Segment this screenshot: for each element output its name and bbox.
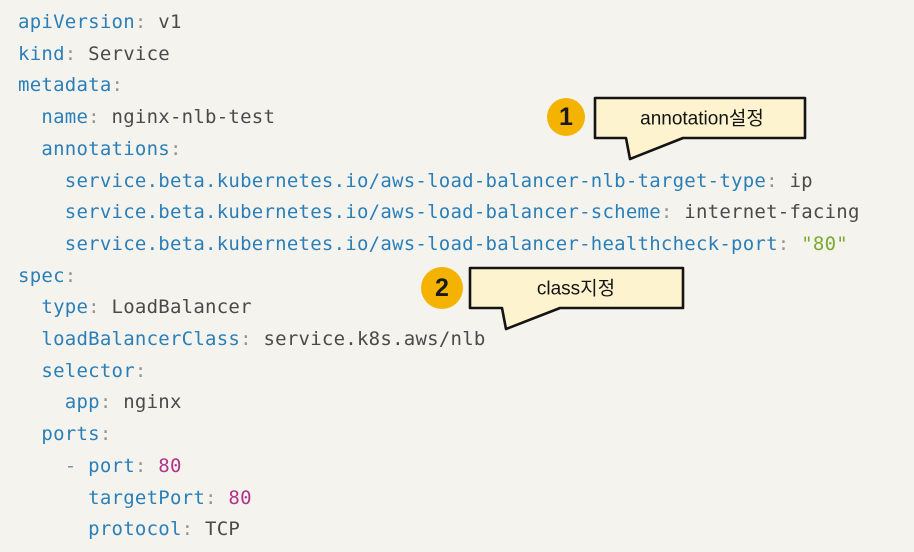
step-2-number: 2 — [435, 273, 449, 302]
code-line: protocol: TCP — [18, 518, 241, 541]
class-callout: class지정 — [468, 266, 685, 331]
code-line: selector: — [18, 359, 147, 382]
step-1-number: 1 — [559, 102, 573, 131]
code-line: app: nginx — [18, 391, 182, 414]
step-2-badge: 2 — [421, 267, 463, 309]
code-line: loadBalancerClass: service.k8s.aws/nlb — [18, 328, 486, 351]
code-line: kind: Service — [18, 42, 170, 65]
speech-bubble-shape — [468, 266, 685, 331]
code-line: - port: 80 — [18, 454, 182, 477]
step-1-badge: 1 — [547, 98, 585, 136]
code-line: apiVersion: v1 — [18, 11, 182, 33]
code-line: service.beta.kubernetes.io/aws-load-bala… — [18, 201, 860, 224]
code-line: ports: — [18, 423, 112, 446]
code-line: service.beta.kubernetes.io/aws-load-bala… — [18, 232, 848, 255]
code-line: annotations: — [18, 137, 182, 160]
class-callout-label: class지정 — [537, 278, 615, 300]
code-line: type: LoadBalancer — [18, 296, 252, 319]
speech-bubble-shape — [593, 96, 807, 161]
code-line: service.beta.kubernetes.io/aws-load-bala… — [18, 169, 813, 192]
code-line: name: nginx-nlb-test — [18, 106, 276, 129]
annotation-callout: annotation설정 — [593, 96, 807, 161]
annotation-callout-label: annotation설정 — [640, 108, 764, 130]
code-line: spec: — [18, 264, 77, 287]
code-line: metadata: — [18, 74, 124, 97]
code-line: targetPort: 80 — [18, 486, 252, 509]
